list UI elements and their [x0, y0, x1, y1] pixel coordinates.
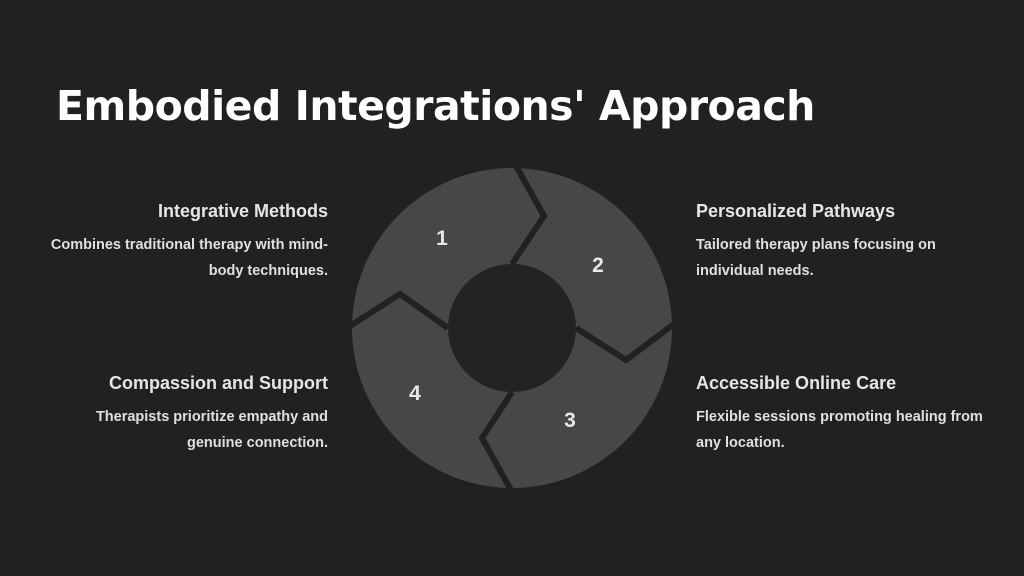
step-heading: Personalized Pathways: [696, 201, 896, 221]
divider-right: [574, 321, 676, 364]
step-description: Combines traditional therapy with mind-b…: [50, 237, 328, 279]
divider-bottom: [478, 390, 515, 494]
step-accessible-online-care: Accessible Online Care Flexible sessions…: [696, 372, 986, 456]
step-description: Tailored therapy plans focusing on indiv…: [696, 237, 936, 279]
step-description: Therapists prioritize empathy and genuin…: [95, 409, 328, 451]
step-number-1: 1: [436, 227, 448, 250]
step-heading: Integrative Methods: [157, 201, 328, 221]
divider-left: [348, 290, 450, 331]
step-heading: Compassion and Support: [108, 373, 328, 393]
step-heading: Accessible Online Care: [696, 373, 897, 393]
cycle-hub: [448, 264, 576, 392]
cycle-diagram: 1 2 3 4: [348, 164, 676, 494]
step-number-2: 2: [592, 254, 604, 277]
page-title: Embodied Integrations' Approach: [56, 82, 815, 130]
step-compassion-and-support: Compassion and Support Therapists priori…: [38, 372, 328, 456]
step-number-4: 4: [409, 382, 421, 405]
step-personalized-pathways: Personalized Pathways Tailored therapy p…: [696, 200, 986, 284]
step-description: Flexible sessions promoting healing from…: [696, 409, 983, 451]
step-number-3: 3: [564, 409, 576, 432]
divider-top: [509, 164, 548, 266]
step-integrative-methods: Integrative Methods Combines traditional…: [38, 200, 328, 284]
